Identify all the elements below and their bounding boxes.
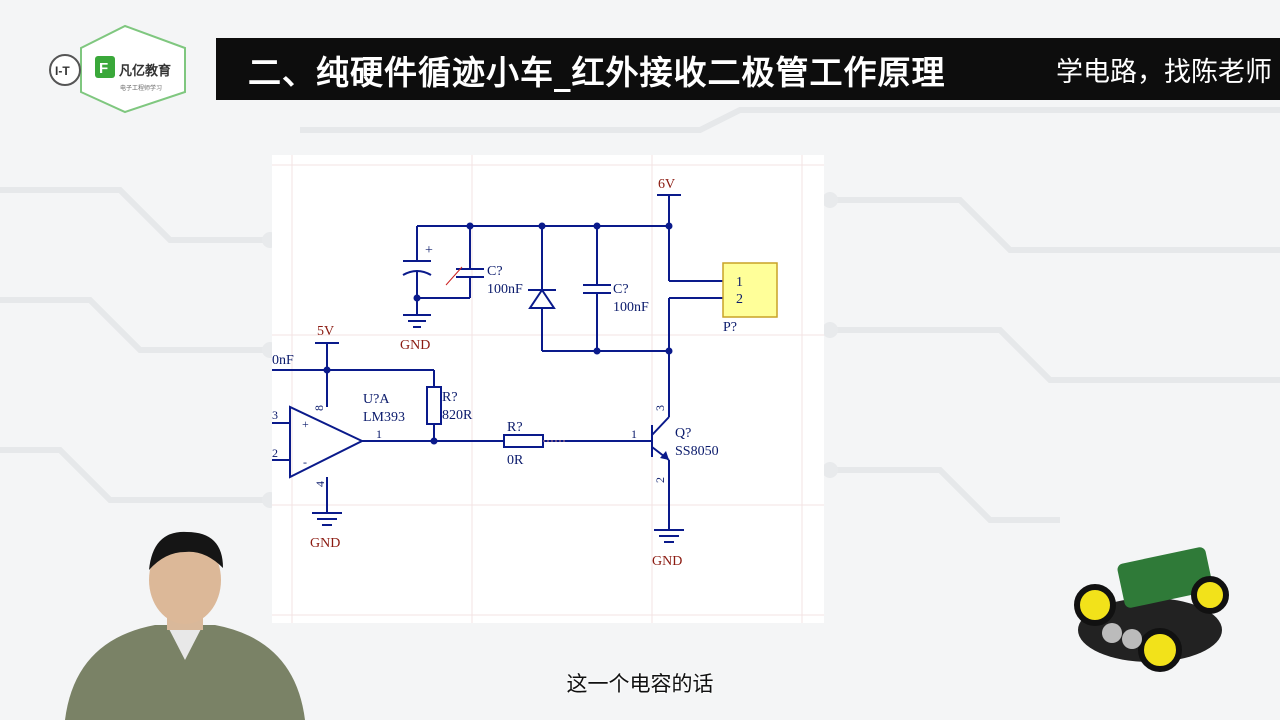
transistor-ref: Q? — [675, 426, 691, 441]
presenter-figure — [65, 531, 305, 720]
title-banner: 二、纯硬件循迹小车_红外接收二极管工作原理 学电路，找陈老师 — [216, 38, 1280, 100]
logo-text: 凡亿教育 — [119, 63, 171, 79]
net-5v-label: 5V — [317, 324, 334, 339]
comparator-pin-4: 4 — [313, 481, 327, 487]
robot-car-image — [1074, 547, 1229, 672]
logo-tagline: 电子工程师学习 — [120, 84, 162, 92]
slogan: 学电路，找陈老师 — [1056, 57, 1272, 88]
r2-value: 0R — [507, 453, 524, 468]
comparator-pin-3: 3 — [272, 408, 278, 422]
video-title: 二、纯硬件循迹小车_红外接收二极管工作原理 — [248, 53, 946, 92]
cap1-ref: C? — [487, 264, 503, 279]
comparator-pin-1: 1 — [376, 427, 382, 441]
cap2-ref: C? — [613, 282, 629, 297]
r1-value: 820R — [442, 408, 473, 423]
transistor-pin-1: 1 — [631, 427, 637, 441]
video-subtitle: 这一个电容的话 — [566, 672, 714, 696]
svg-text:I-T: I-T — [55, 64, 70, 78]
transistor-value: SS8050 — [675, 444, 719, 459]
header-pin-1: 1 — [736, 275, 743, 290]
transistor-pin-2: 2 — [653, 477, 667, 483]
schematic-diagram: 6V 5V GND GND GND + C? 100nF C? 100nF 0n… — [272, 155, 824, 623]
schematic-panel: 6V 5V GND GND GND + C? 100nF C? 100nF 0n… — [272, 155, 824, 623]
comparator-minus: - — [303, 455, 307, 469]
cut-off-label: 0nF — [272, 353, 294, 368]
header-pin-2: 2 — [736, 292, 743, 307]
comparator-pin-8: 8 — [312, 405, 326, 411]
brand-logo: I-T F 凡亿教育 电子工程师学习 — [45, 22, 195, 114]
comparator-ref: U?A — [363, 392, 390, 407]
gnd-label-comparator: GND — [310, 536, 340, 551]
header-ref: P? — [723, 320, 737, 335]
cap2-value: 100nF — [613, 300, 649, 315]
svg-text:F: F — [99, 60, 108, 77]
r1-ref: R? — [442, 390, 458, 405]
r2-ref: R? — [507, 420, 523, 435]
cap1-value: 100nF — [487, 282, 523, 297]
comparator-plus: + — [302, 417, 309, 431]
comparator-value: LM393 — [363, 410, 405, 425]
cap-plus-sign: + — [425, 243, 433, 258]
net-6v-label: 6V — [658, 177, 675, 192]
comparator-pin-2: 2 — [272, 446, 278, 460]
gnd-label-top: GND — [400, 338, 430, 353]
gnd-label-transistor: GND — [652, 554, 682, 569]
transistor-pin-3: 3 — [653, 405, 667, 411]
